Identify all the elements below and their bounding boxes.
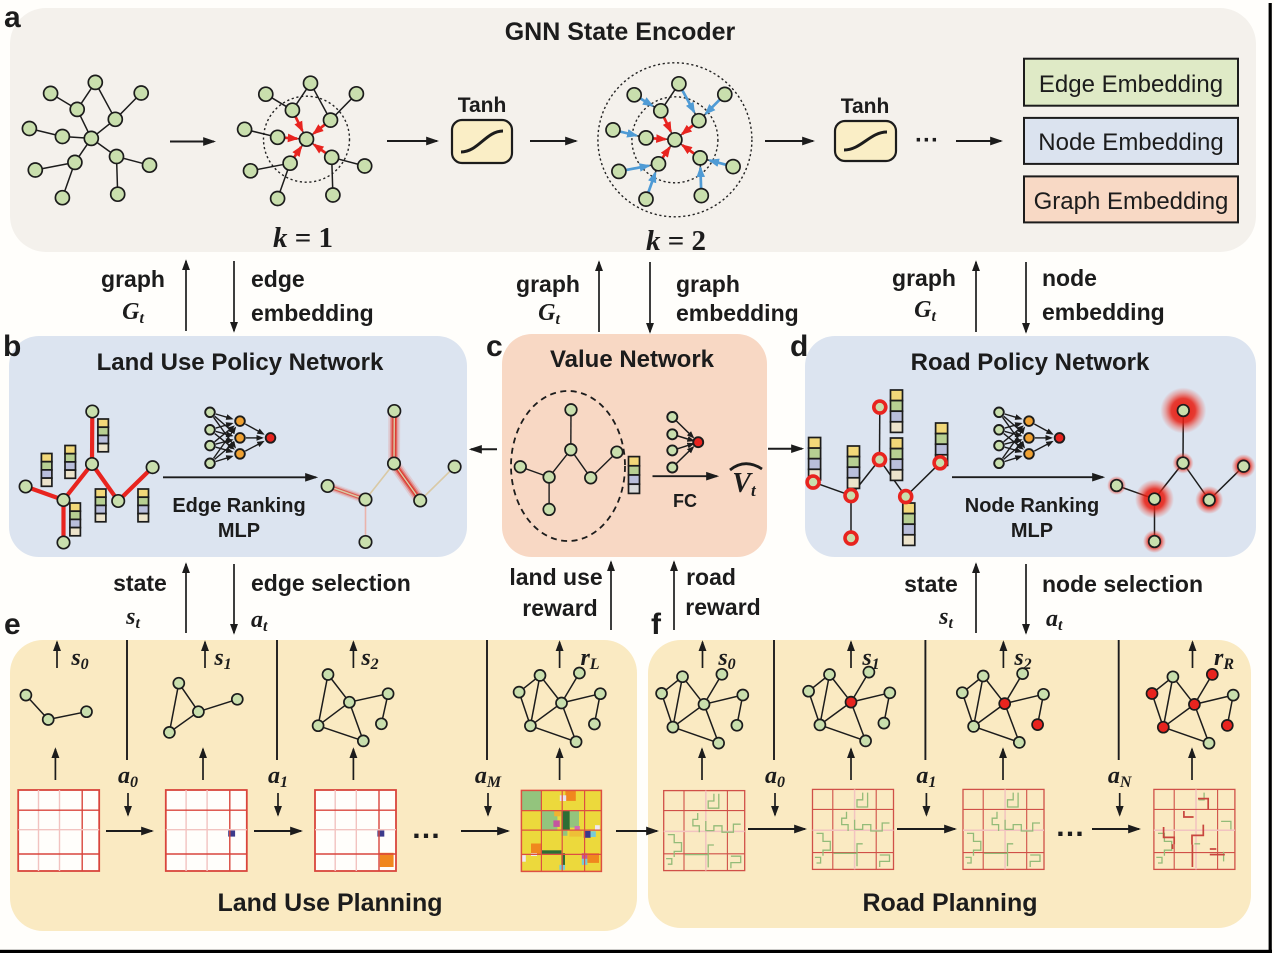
svg-text:Node Ranking: Node Ranking (965, 495, 1099, 517)
svg-text:land use: land use (509, 564, 602, 590)
svg-text:Graph Embedding: Graph Embedding (1034, 188, 1229, 215)
svg-text:reward: reward (685, 594, 760, 620)
svg-text:Road Policy Network: Road Policy Network (911, 349, 1150, 376)
svg-text:Land Use Planning: Land Use Planning (217, 889, 442, 917)
svg-text:···: ··· (915, 127, 939, 154)
svg-text:Edge Embedding: Edge Embedding (1039, 71, 1223, 98)
svg-text:Tanh: Tanh (458, 94, 507, 117)
svg-text:Node Embedding: Node Embedding (1038, 129, 1223, 156)
svg-text:node selection: node selection (1042, 571, 1203, 597)
svg-text:…: … (411, 812, 441, 845)
svg-text:a: a (4, 1, 21, 34)
svg-text:graph: graph (892, 265, 956, 291)
svg-text:d: d (790, 330, 808, 363)
svg-text:GNN State Encoder: GNN State Encoder (505, 18, 736, 46)
svg-text:edge selection: edge selection (251, 570, 411, 596)
svg-text:Road Planning: Road Planning (863, 889, 1038, 917)
svg-text:reward: reward (522, 595, 597, 621)
svg-text:c: c (486, 330, 503, 363)
svg-text:Tanh: Tanh (841, 95, 890, 118)
svg-text:b: b (3, 330, 21, 363)
svg-text:k = 1: k = 1 (273, 222, 333, 254)
svg-text:embedding: embedding (1042, 299, 1165, 325)
svg-text:MLP: MLP (218, 520, 260, 542)
svg-text:FC: FC (673, 491, 697, 511)
svg-text:edge: edge (251, 266, 305, 292)
svg-text:road: road (686, 564, 736, 590)
svg-text:state: state (113, 570, 167, 596)
svg-text:…: … (1055, 810, 1085, 843)
svg-text:f: f (651, 608, 662, 641)
svg-text:embedding: embedding (676, 300, 799, 326)
svg-text:embedding: embedding (251, 300, 374, 326)
svg-text:graph: graph (676, 271, 740, 297)
svg-text:Land Use Policy Network: Land Use Policy Network (97, 349, 384, 376)
svg-text:graph: graph (101, 266, 165, 292)
svg-text:state: state (904, 571, 958, 597)
svg-text:Edge Ranking: Edge Ranking (172, 495, 305, 517)
svg-text:Value Network: Value Network (550, 346, 715, 373)
svg-text:MLP: MLP (1011, 520, 1053, 542)
svg-text:node: node (1042, 265, 1097, 291)
svg-text:e: e (4, 608, 21, 641)
svg-text:graph: graph (516, 271, 580, 297)
svg-text:k = 2: k = 2 (646, 225, 706, 257)
